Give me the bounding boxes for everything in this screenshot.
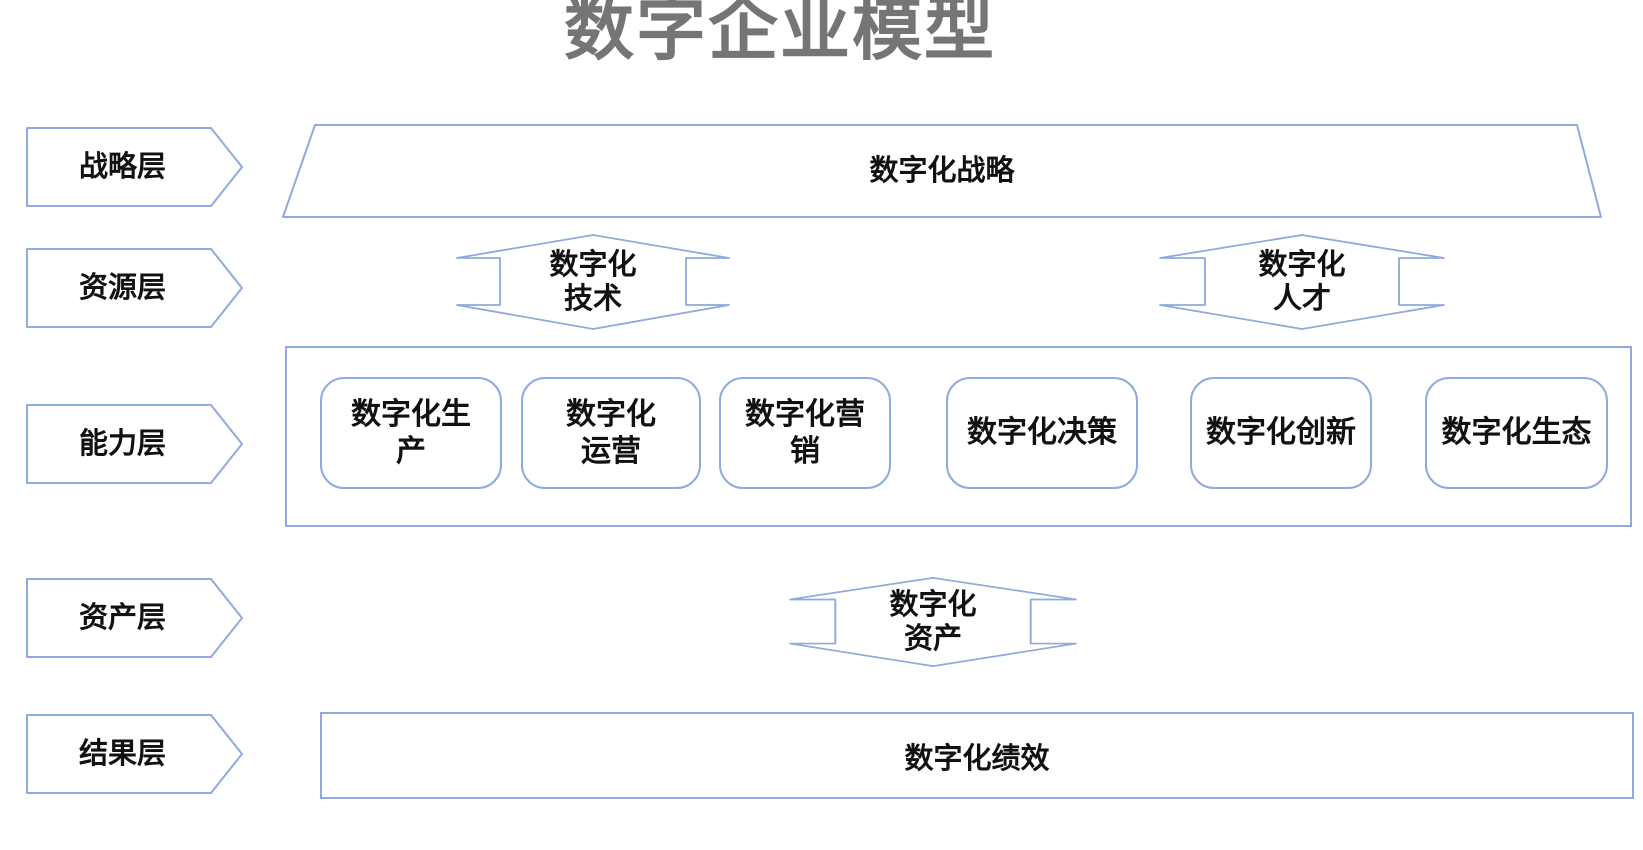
pentagon-arrow-shape <box>26 714 243 794</box>
pentagon-arrow-shape <box>26 404 243 484</box>
node-digital-ecosystem: 数字化生态 <box>1425 377 1608 489</box>
node-label: 数字化生产 <box>351 397 471 469</box>
diagram-title: 数字企业模型 <box>564 0 996 68</box>
node-digital-asset: 数字化资产 <box>788 576 1078 668</box>
node-label: 数字化人才 <box>1258 248 1346 315</box>
layer-tag-asset: 资产层 <box>25 577 245 659</box>
layer-tag-label: 资源层 <box>78 271 166 304</box>
node-label: 数字化营销 <box>745 397 865 469</box>
node-label: 数字化创新 <box>1206 416 1356 450</box>
node-digital-performance: 数字化绩效 <box>320 712 1634 799</box>
bracket-diamond-shape <box>1159 234 1445 330</box>
node-label: 数字化运营 <box>566 397 656 469</box>
node-digital-technology: 数字化技术 <box>455 233 731 331</box>
node-digital-talent: 数字化人才 <box>1158 233 1446 331</box>
node-label: 数字化决策 <box>967 416 1117 450</box>
layer-tag-strategy: 战略层 <box>25 126 245 208</box>
pentagon-arrow-shape <box>26 578 243 658</box>
node-digital-strategy: 数字化战略 <box>281 123 1603 219</box>
layer-tag-label: 结果层 <box>78 737 166 770</box>
layer-tag-capability: 能力层 <box>25 403 245 485</box>
bracket-diamond-shape <box>456 234 730 330</box>
node-label: 数字化资产 <box>889 588 977 655</box>
layer-tag-result: 结果层 <box>25 713 245 795</box>
node-digital-production: 数字化生产 <box>320 377 502 489</box>
bracket-diamond-shape <box>789 577 1077 667</box>
trapezoid-shape <box>282 124 1602 218</box>
node-digital-decision: 数字化决策 <box>946 377 1138 489</box>
layer-tag-resource: 资源层 <box>25 247 245 329</box>
node-digital-marketing: 数字化营销 <box>719 377 891 489</box>
pentagon-arrow-shape <box>26 127 243 207</box>
layer-tag-label: 能力层 <box>78 427 166 460</box>
layer-tag-label: 战略层 <box>78 150 166 183</box>
layer-tag-label: 资产层 <box>78 601 166 634</box>
node-digital-innovation: 数字化创新 <box>1190 377 1372 489</box>
node-label: 数字化战略 <box>869 154 1015 187</box>
node-label: 数字化技术 <box>549 248 637 315</box>
pentagon-arrow-shape <box>26 248 243 328</box>
node-label: 数字化生态 <box>1441 416 1592 450</box>
node-label: 数字化绩效 <box>904 742 1050 775</box>
node-digital-operations: 数字化运营 <box>521 377 701 489</box>
